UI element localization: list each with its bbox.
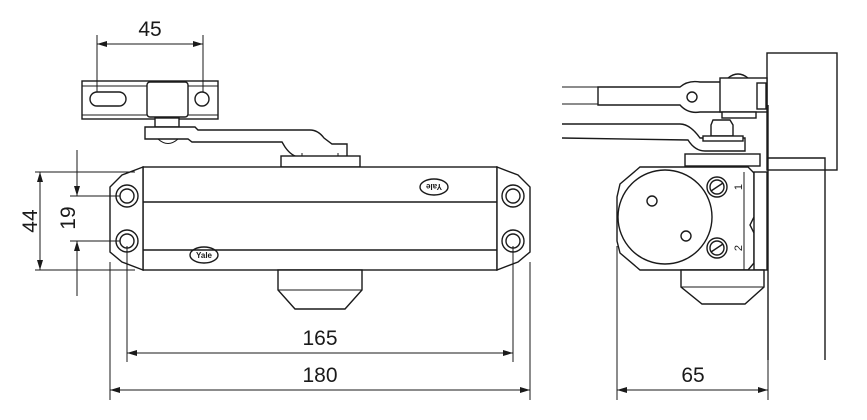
left-end-cap xyxy=(109,165,144,272)
dimension-44: 44 xyxy=(19,171,135,271)
dim-45-label: 45 xyxy=(138,18,161,41)
door-frame xyxy=(767,157,826,360)
closer-body: Yale Yale xyxy=(109,165,531,310)
dimension-165: 165 xyxy=(126,246,514,362)
frame-bracket xyxy=(766,52,838,171)
valve-label-1: 1 xyxy=(733,184,745,190)
dim-19-label: 19 xyxy=(57,206,80,229)
side-view: 1 2 65 xyxy=(561,52,838,400)
bracket-hole xyxy=(194,91,210,107)
hex-nut xyxy=(710,119,734,137)
dim-165-label: 165 xyxy=(302,327,337,350)
slot-hole xyxy=(89,91,127,107)
dimension-45: 45 xyxy=(96,18,204,92)
front-view: Yale Yale 45 44 19 xyxy=(19,18,531,400)
svg-text:Yale: Yale xyxy=(196,251,213,260)
yale-logo-top: Yale xyxy=(419,178,449,196)
side-cover-disc xyxy=(617,169,713,265)
dimension-180: 180 xyxy=(109,262,531,400)
dimension-19: 19 xyxy=(57,150,120,296)
valve-screw-1: 1 xyxy=(706,176,745,198)
valve-screw-2: 2 xyxy=(706,237,745,259)
dim-180-label: 180 xyxy=(302,364,337,387)
right-end-cap xyxy=(496,165,531,272)
yale-logo-bottom: Yale xyxy=(189,246,219,264)
dim-65-label: 65 xyxy=(681,364,704,387)
side-arm xyxy=(561,73,768,152)
svg-text:Yale: Yale xyxy=(425,182,442,191)
dim-44-label: 44 xyxy=(19,209,42,233)
arm-bracket xyxy=(81,80,219,128)
dimension-65: 65 xyxy=(616,246,769,400)
arm xyxy=(144,126,361,168)
valve-label-2: 2 xyxy=(733,245,745,251)
